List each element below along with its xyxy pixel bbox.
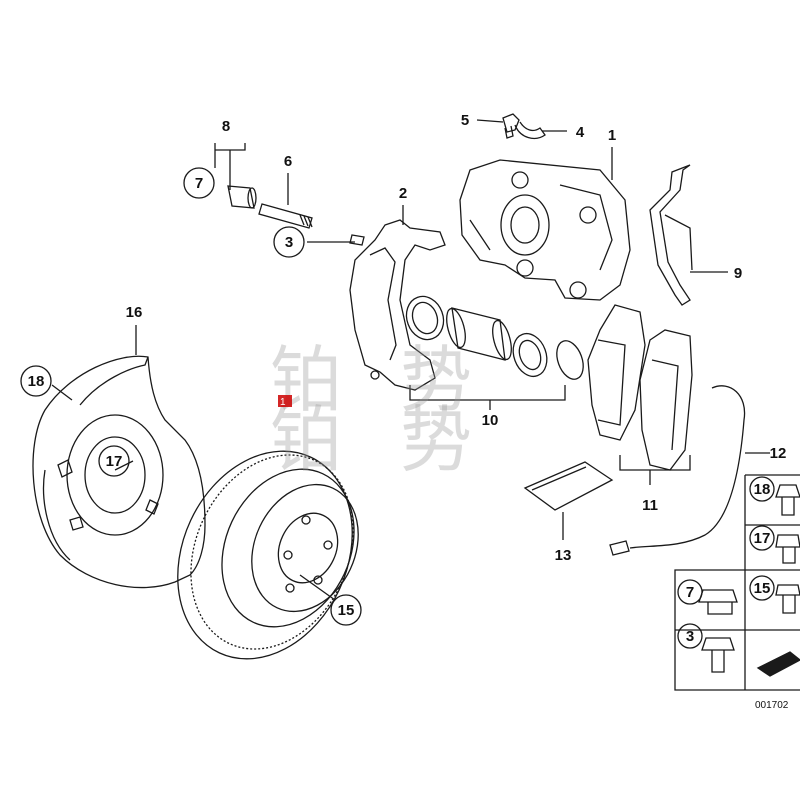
bleeder-clip-part — [502, 113, 546, 139]
label-11: 11 — [642, 497, 658, 514]
label-16: 16 — [126, 304, 143, 321]
label-13: 13 — [555, 547, 572, 564]
label-12: 12 — [770, 445, 787, 462]
label-4: 4 — [576, 124, 585, 141]
caliper-carrier-part — [349, 219, 446, 391]
guide-bolt-part — [258, 203, 313, 229]
inset-bolt-15-part — [775, 584, 800, 614]
diagram-code: 001702 — [755, 700, 789, 711]
label-15: 15 — [338, 602, 355, 619]
inset-arrow-icon — [756, 651, 800, 677]
label-7: 7 — [195, 175, 203, 192]
wear-sensor-part — [609, 385, 746, 556]
brake-disc-part — [177, 450, 359, 660]
brake-pads-part — [587, 304, 693, 471]
red-marker-badge — [278, 395, 292, 407]
spring-clip-part — [649, 164, 693, 306]
watermark-char-2: 势 — [400, 338, 472, 422]
inset-label-15: 15 — [754, 580, 771, 597]
inset-label-18: 18 — [754, 481, 771, 498]
bushing-part — [227, 185, 257, 209]
label-1: 1 — [608, 127, 616, 144]
watermark-char-1: 铂 — [270, 338, 342, 422]
bolt-3-part — [349, 234, 365, 246]
inset-bolt-17-part — [775, 534, 800, 564]
label-3: 3 — [285, 234, 293, 251]
label-10: 10 — [482, 412, 499, 429]
caliper-housing-part — [459, 159, 631, 301]
label-8: 8 — [222, 118, 230, 135]
label-6: 6 — [284, 153, 292, 170]
inset-bolt-3-part — [701, 637, 735, 673]
inset-bushing-7-part — [698, 589, 738, 615]
watermark-char-2b: 势 — [400, 398, 472, 482]
inset-label-7: 7 — [686, 584, 694, 601]
grease-packet-part — [523, 461, 614, 511]
red-marker-label: 1 — [280, 397, 286, 408]
label-9: 9 — [734, 265, 742, 282]
label-2: 2 — [399, 185, 407, 202]
inset-label-17: 17 — [754, 530, 771, 547]
label-5: 5 — [461, 112, 469, 129]
leader-lines — [51, 119, 770, 601]
callout-circles — [20, 167, 775, 649]
watermark-char-1b: 铂 — [270, 398, 342, 482]
label-17: 17 — [106, 453, 123, 470]
hardware-inset-panel — [674, 474, 800, 691]
label-18: 18 — [28, 373, 45, 390]
inset-label-3: 3 — [686, 628, 694, 645]
inset-bolt-18-part — [775, 484, 800, 516]
piston-kit-part — [405, 295, 584, 380]
backing-plate-part — [32, 355, 206, 589]
